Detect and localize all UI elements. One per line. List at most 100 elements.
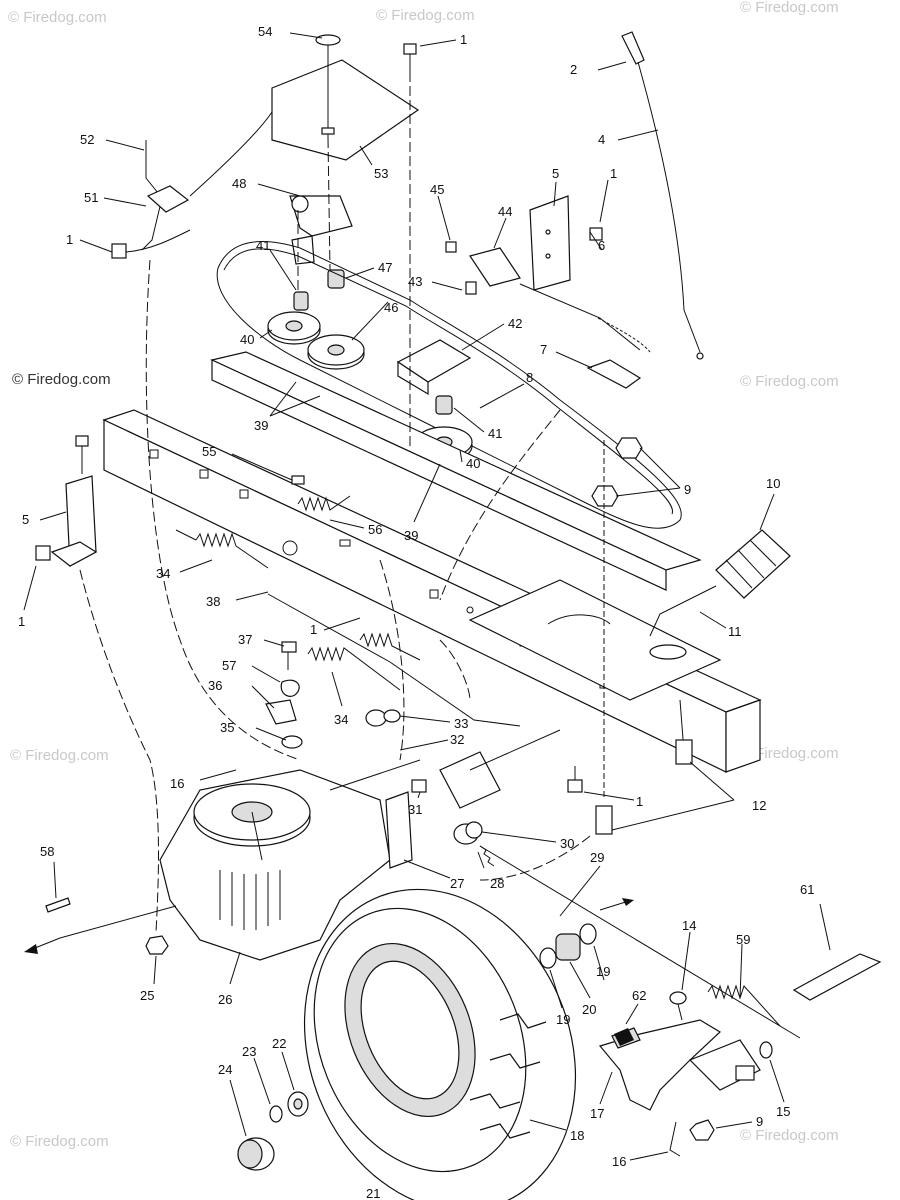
spring xyxy=(707,984,781,1027)
callout-16: 16 xyxy=(170,776,184,791)
link-arm xyxy=(445,241,651,353)
lever-bracket xyxy=(411,729,561,809)
callout-44: 44 xyxy=(498,204,512,219)
callout-1: 1 xyxy=(636,794,643,809)
hub-cap xyxy=(237,1137,275,1171)
watermark: © Firedog.com xyxy=(740,1127,839,1144)
decal xyxy=(614,1028,634,1046)
callout-58: 58 xyxy=(40,844,54,859)
callout-42: 42 xyxy=(508,316,522,331)
callout-1: 1 xyxy=(460,32,467,47)
callout-6: 6 xyxy=(598,238,605,253)
callout-29: 29 xyxy=(590,850,604,865)
callout-56: 56 xyxy=(368,522,382,537)
callout-23: 23 xyxy=(242,1044,256,1059)
callout-32: 32 xyxy=(450,732,464,747)
callout-16: 16 xyxy=(612,1154,626,1169)
callout-36: 36 xyxy=(208,678,222,693)
callout-26: 26 xyxy=(218,992,232,1007)
callout-30: 30 xyxy=(560,836,574,851)
nut xyxy=(689,1119,715,1141)
pin xyxy=(291,475,305,485)
callout-labels: 54 1 2 52 53 4 48 5 1 51 45 44 1 41 47 4… xyxy=(18,24,814,1200)
callout-18: 18 xyxy=(570,1128,584,1143)
callout-34: 34 xyxy=(334,712,348,727)
watermark: © Firedog.com xyxy=(8,9,107,26)
control-lever xyxy=(586,359,642,389)
callout-15: 15 xyxy=(776,1104,790,1119)
leader-lines xyxy=(23,32,831,1161)
callout-8: 8 xyxy=(526,370,533,385)
watermark: © Firedog.com xyxy=(12,371,111,388)
shift-rod xyxy=(621,31,704,360)
pulley-bracket xyxy=(396,339,472,396)
bolt xyxy=(281,641,297,670)
callout-14: 14 xyxy=(682,918,696,933)
callout-34: 34 xyxy=(156,566,170,581)
watermark: © Firedog.com xyxy=(10,747,109,764)
callout-46: 46 xyxy=(384,300,398,315)
callout-27: 27 xyxy=(450,876,464,891)
callout-61: 61 xyxy=(800,882,814,897)
shift-plate xyxy=(329,759,421,869)
callout-41: 41 xyxy=(488,426,502,441)
spring xyxy=(307,646,401,691)
bushing xyxy=(453,821,483,845)
callout-51: 51 xyxy=(84,190,98,205)
washer xyxy=(539,947,557,969)
wheel-tire xyxy=(303,888,577,1200)
callout-47: 47 xyxy=(378,260,392,275)
callout-5: 5 xyxy=(22,512,29,527)
callout-62: 62 xyxy=(632,988,646,1003)
callout-40: 40 xyxy=(466,456,480,471)
pedal-grip xyxy=(649,529,791,637)
callout-9: 9 xyxy=(756,1114,763,1129)
watermark: © Firedog.com xyxy=(376,7,475,24)
callout-39: 39 xyxy=(404,528,418,543)
watermark: © Firedog.com xyxy=(10,1133,109,1150)
callout-57: 57 xyxy=(222,658,236,673)
callout-31: 31 xyxy=(408,802,422,817)
brake-rod xyxy=(479,845,801,1039)
callout-35: 35 xyxy=(220,720,234,735)
callout-55: 55 xyxy=(202,444,216,459)
watermark: © Firedog.com xyxy=(740,745,839,762)
bolt xyxy=(403,43,417,72)
watermark: © Firedog.com xyxy=(740,373,839,390)
callout-11: 11 xyxy=(728,624,742,639)
callout-5: 5 xyxy=(552,166,559,181)
frame-rail-rear xyxy=(210,351,702,591)
callout-43: 43 xyxy=(408,274,422,289)
callout-40: 40 xyxy=(240,332,254,347)
hook xyxy=(669,1121,681,1157)
callout-21: 21 xyxy=(366,1186,380,1200)
callout-9: 9 xyxy=(684,482,691,497)
callout-19: 19 xyxy=(596,964,610,979)
bolt xyxy=(669,991,687,1021)
washer xyxy=(287,1091,309,1117)
washer xyxy=(759,1041,773,1059)
callout-48: 48 xyxy=(232,176,246,191)
bolt xyxy=(595,440,693,835)
cross-plate xyxy=(468,579,722,701)
callout-2: 2 xyxy=(570,62,577,77)
callout-33: 33 xyxy=(454,716,468,731)
spacer xyxy=(555,933,581,961)
callout-45: 45 xyxy=(430,182,444,197)
bracket xyxy=(529,195,603,291)
callout-52: 52 xyxy=(80,132,94,147)
washer xyxy=(579,923,597,945)
callout-59: 59 xyxy=(736,932,750,947)
callout-10: 10 xyxy=(766,476,780,491)
spring xyxy=(359,632,421,661)
key xyxy=(45,897,71,913)
spring xyxy=(175,529,269,569)
watermarks: © Firedog.com © Firedog.com © Firedog.co… xyxy=(8,0,839,1150)
washer xyxy=(281,735,303,749)
callout-22: 22 xyxy=(272,1036,286,1051)
washer xyxy=(365,709,401,727)
callout-25: 25 xyxy=(140,988,154,1003)
reference-lines xyxy=(79,72,591,933)
callout-37: 37 xyxy=(238,632,252,647)
